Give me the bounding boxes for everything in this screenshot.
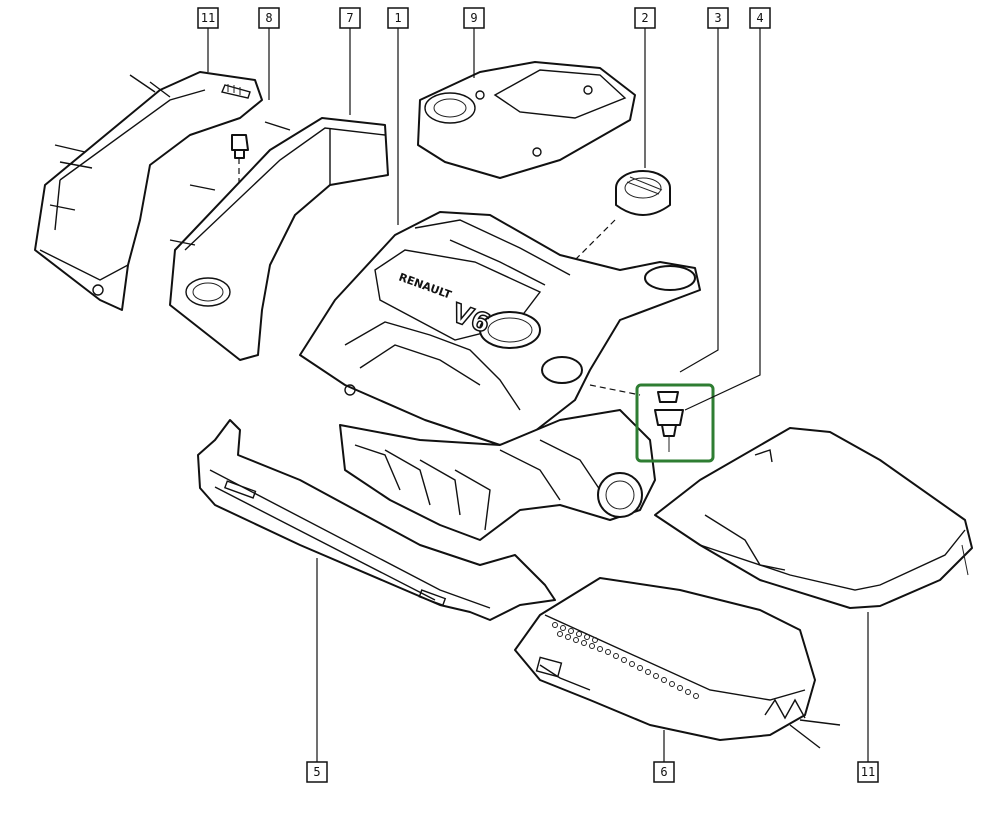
callout-label: 9	[470, 11, 477, 25]
callout-4[interactable]: 4	[749, 7, 771, 29]
intake-manifold	[339, 384, 656, 541]
part-5-lower-rail[interactable]	[197, 419, 556, 621]
callout-11[interactable]: 11	[857, 761, 879, 783]
leader-lines	[207, 28, 869, 762]
highlight-frame	[635, 383, 715, 463]
callout-label: 11	[201, 11, 215, 25]
callout-8[interactable]: 8	[258, 7, 280, 29]
callout-label: 1	[394, 11, 401, 25]
callout-10[interactable]: 11	[197, 7, 219, 29]
callout-label: 11	[861, 765, 875, 779]
part-6-front-cover[interactable]	[514, 577, 841, 749]
callout-label: 3	[714, 11, 721, 25]
part-2-oil-cap[interactable]	[504, 170, 671, 331]
callout-9[interactable]: 9	[463, 7, 485, 29]
perforated-grille	[552, 622, 699, 699]
part-10-air-duct[interactable]	[34, 71, 263, 311]
part-7-air-duct[interactable]	[169, 117, 389, 361]
callout-3[interactable]: 3	[707, 7, 729, 29]
callout-1[interactable]: 1	[387, 7, 409, 29]
callout-label: 6	[660, 765, 667, 779]
callout-2[interactable]: 2	[634, 7, 656, 29]
part-9-engine-cover[interactable]	[417, 61, 636, 179]
parts-3-4-fasteners[interactable]	[635, 383, 715, 463]
callout-label: 8	[265, 11, 272, 25]
callout-6[interactable]: 6	[653, 761, 675, 783]
part-1-main-engine-cover[interactable]: RENAULT V6	[299, 211, 701, 446]
part-11-side-cover[interactable]	[654, 427, 973, 609]
callout-5[interactable]: 5	[306, 761, 328, 783]
callout-label: 4	[756, 11, 763, 25]
callout-7[interactable]: 7	[339, 7, 361, 29]
callout-label: 2	[641, 11, 648, 25]
callout-label: 7	[346, 11, 353, 25]
callout-label: 5	[313, 765, 320, 779]
